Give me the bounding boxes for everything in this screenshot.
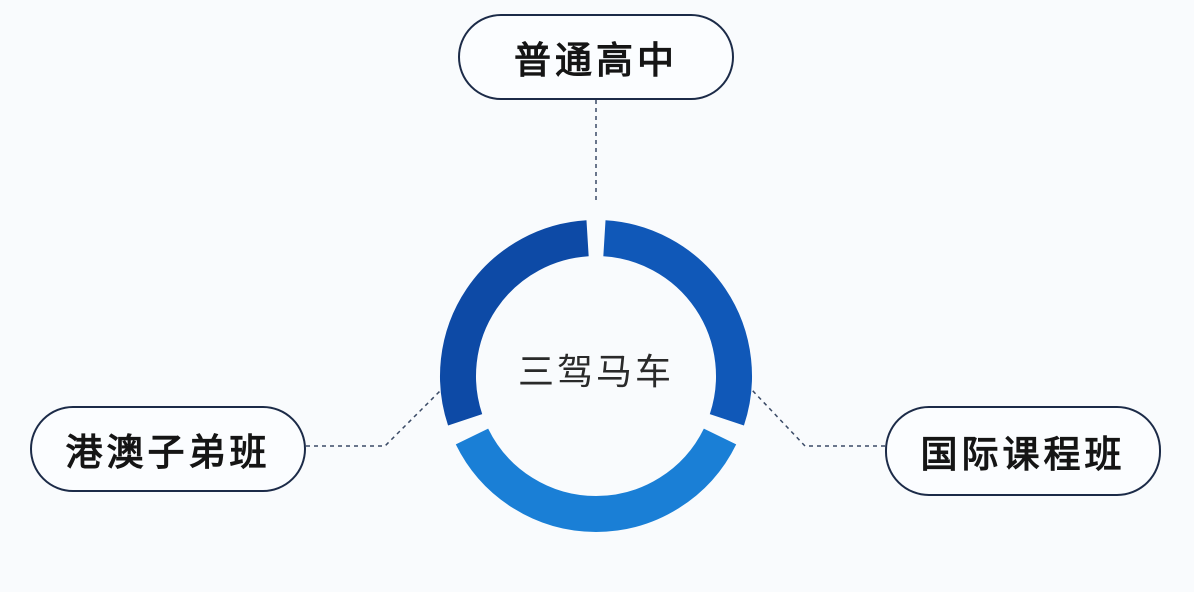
node-general-high-school: 普通高中 — [458, 14, 734, 100]
ring-segment-top-left — [440, 220, 590, 426]
node-label: 港澳子弟班 — [65, 431, 271, 474]
ring-segment-bottom — [455, 428, 737, 532]
node-label: 普通高中 — [514, 39, 678, 82]
ring-segment-right — [602, 220, 752, 426]
node-label: 国际课程班 — [920, 433, 1126, 476]
center-label: 三驾马车 — [517, 352, 674, 393]
connector-right — [751, 389, 885, 447]
node-international-class: 国际课程班 — [885, 406, 1161, 496]
connector-left — [306, 389, 442, 447]
node-hk-macao-class: 港澳子弟班 — [30, 406, 306, 492]
